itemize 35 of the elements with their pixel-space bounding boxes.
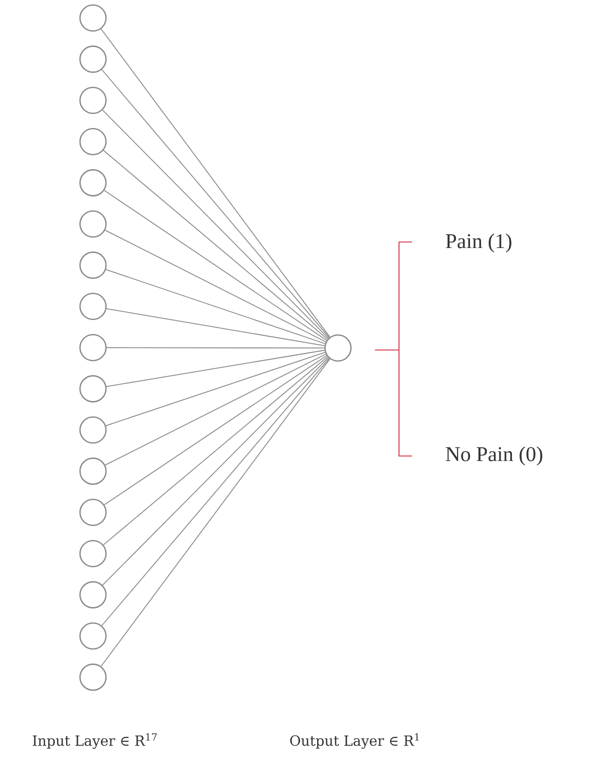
connection-line: [103, 356, 328, 546]
connection-line: [102, 357, 329, 586]
neuron-circle: [79, 540, 107, 568]
connection-line: [102, 110, 329, 339]
neuron-circle: [79, 498, 107, 526]
neuron-circle: [79, 622, 107, 650]
neuron-circle: [79, 252, 107, 279]
connection-line: [105, 269, 326, 344]
neuron-circle: [79, 4, 107, 32]
neuron-circle: [79, 664, 107, 691]
neuron-circle: [79, 375, 107, 402]
connection-line: [103, 150, 328, 340]
neuron-circle: [79, 210, 107, 238]
neuron-circle: [79, 458, 107, 485]
label-text: Input Layer ∈ R$^{17}$: [32, 733, 157, 749]
label-text: Output Layer ∈ R$^{1}$: [290, 733, 419, 749]
neuron-circle: [79, 46, 107, 73]
connection-line: [104, 354, 326, 466]
neuron-circle: [79, 292, 107, 320]
connection-line: [104, 230, 326, 342]
neuron-circle: [324, 334, 352, 362]
connection-line: [104, 355, 328, 506]
label-text: No Pain (0): [446, 446, 542, 466]
neuron-circle: [79, 416, 107, 444]
connection-line: [106, 347, 325, 348]
neuron-circle: [79, 86, 107, 114]
label-text: Pain (1): [446, 233, 512, 253]
neuron-circle: [79, 169, 107, 196]
connection-line: [106, 352, 326, 426]
neuron-circle: [79, 334, 107, 362]
connection-line: [104, 190, 328, 341]
neuron-circle: [79, 128, 107, 156]
connection-line: [106, 308, 325, 346]
neuron-circle: [79, 581, 107, 608]
connection-line: [106, 350, 325, 387]
